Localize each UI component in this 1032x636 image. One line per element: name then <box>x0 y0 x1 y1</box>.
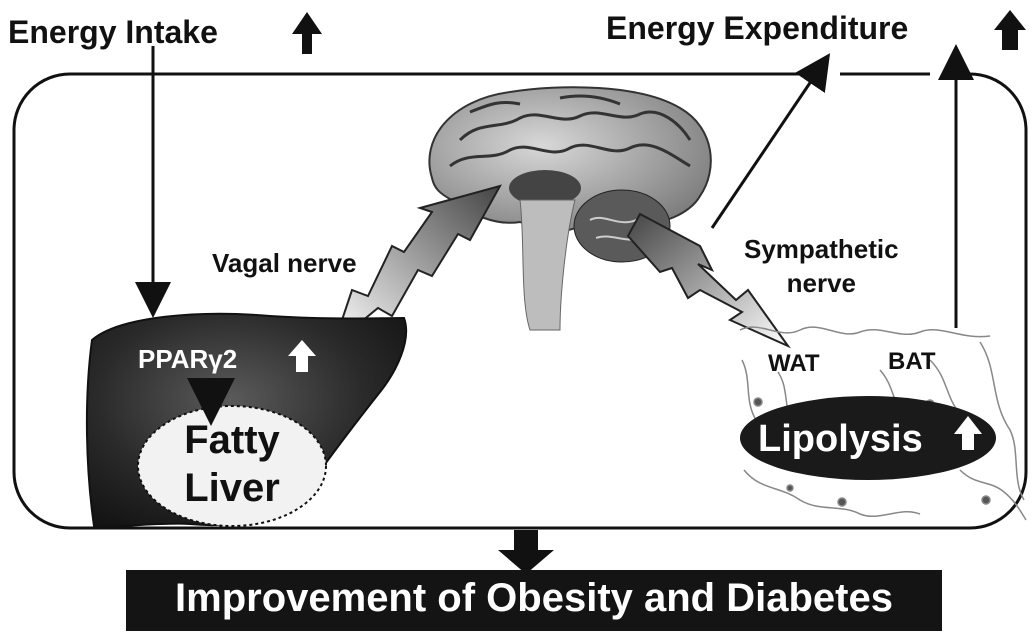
lipolysis-label: Lipolysis <box>758 418 923 461</box>
sympathetic-line2: nerve <box>744 266 899 300</box>
sympathetic-line1: Sympathetic <box>744 232 899 266</box>
energy-intake-label: Energy Intake <box>8 14 218 51</box>
intake-up-arrow-icon <box>292 12 322 54</box>
fatty-liver-label: Fatty Liver <box>148 416 316 512</box>
result-down-arrow-icon <box>498 530 554 574</box>
expenditure-arrow-brain <box>712 68 820 228</box>
ppar-label: PPARγ2 <box>138 344 237 375</box>
expenditure-up-arrow-icon <box>994 10 1026 50</box>
sympathetic-nerve-label: Sympathetic nerve <box>744 232 899 300</box>
energy-expenditure-label: Energy Expenditure <box>606 10 908 47</box>
fatty-liver-line2: Liver <box>148 464 316 512</box>
fatty-liver-line1: Fatty <box>148 416 316 464</box>
footer-title: Improvement of Obesity and Diabetes <box>126 576 942 621</box>
bat-label: BAT <box>888 348 936 376</box>
wat-label: WAT <box>768 350 820 378</box>
vagal-nerve-label: Vagal nerve <box>212 248 357 279</box>
